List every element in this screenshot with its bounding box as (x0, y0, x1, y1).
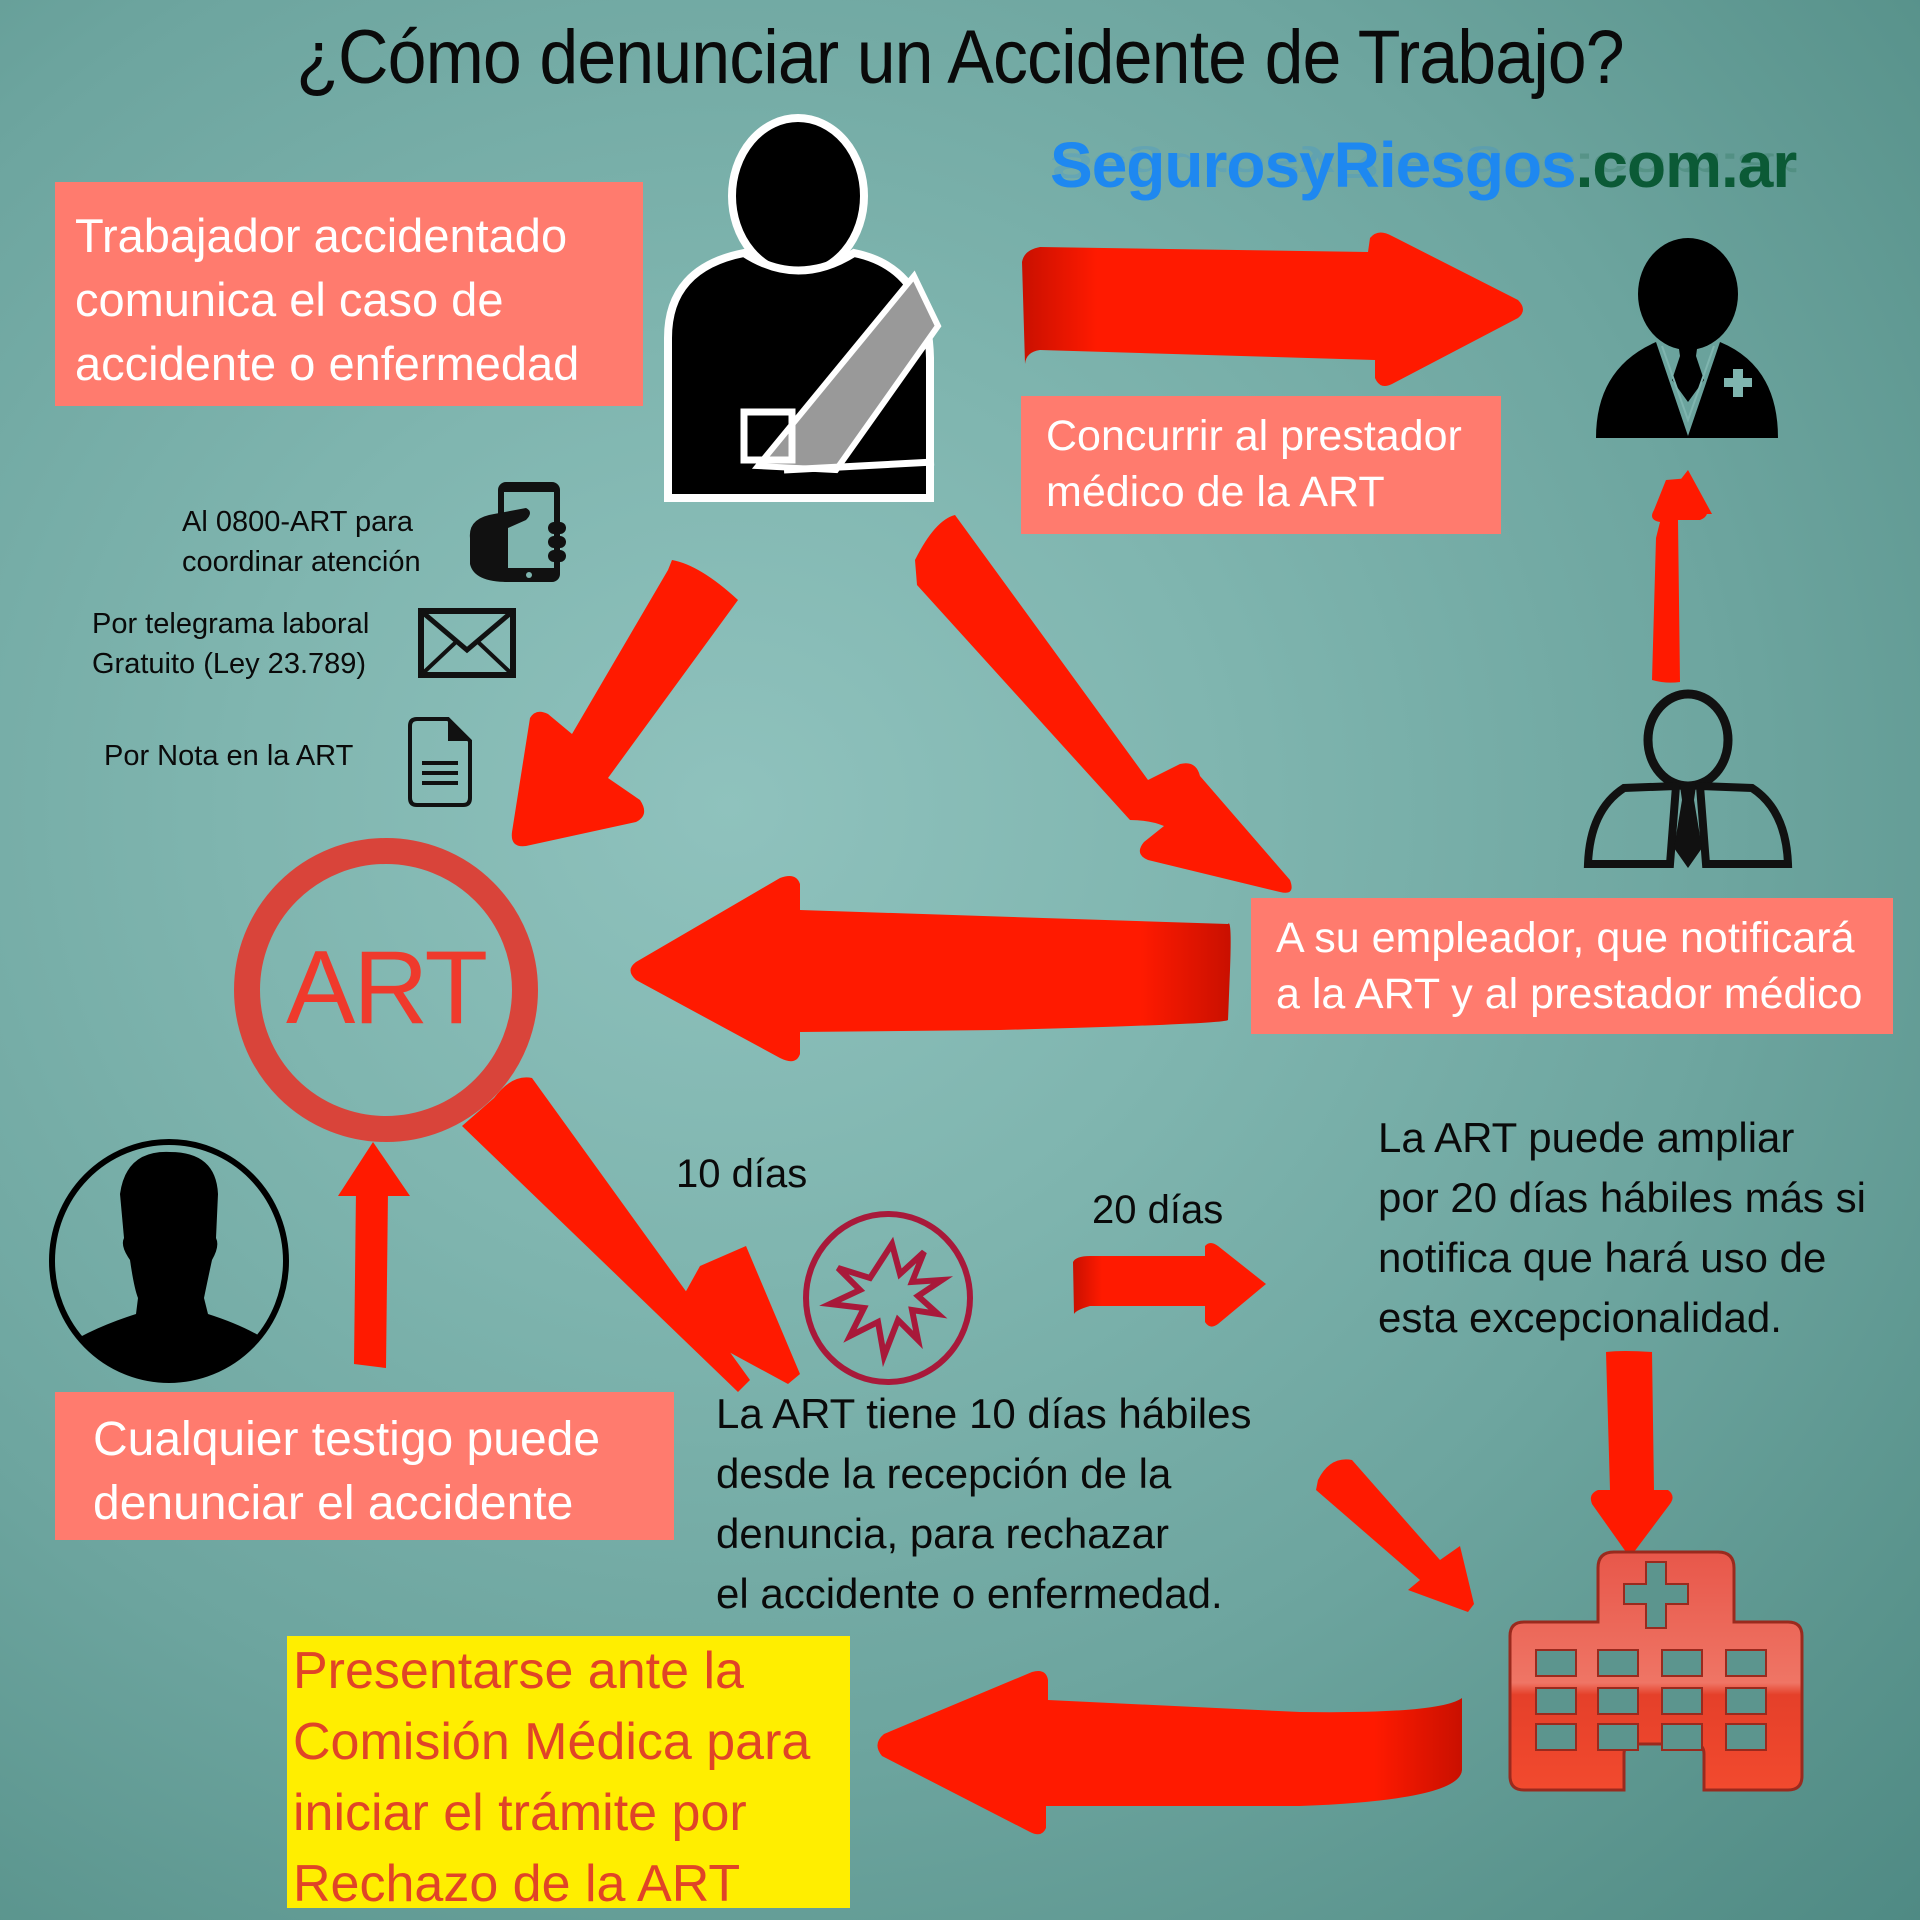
art-extension-line: La ART puede ampliar (1378, 1114, 1795, 1161)
arrow-art-to-rejection-head (670, 1246, 800, 1384)
employer-box: A su empleador, que notificará a la ART … (1251, 898, 1893, 1034)
brand-name: SegurosyRiesgos (1050, 129, 1577, 201)
witness-box: Cualquier testigo puede denunciar el acc… (55, 1392, 674, 1540)
days-10-label: 10 días (676, 1152, 808, 1196)
arrow-20-days (1073, 1243, 1266, 1327)
arrow-art-to-rejection (462, 1077, 750, 1392)
medical-provider-line: Concurrir al prestador (1046, 412, 1462, 460)
worker-reports-line: Trabajador accidentado (75, 209, 568, 262)
art-rejection-line: La ART tiene 10 días hábiles (716, 1390, 1252, 1437)
arrow-worker-to-employer (915, 515, 1292, 893)
arrow-to-doctor (1022, 232, 1523, 386)
art-extension-line: por 20 días hábiles más si (1378, 1174, 1866, 1221)
medical-commission-box: Presentarse ante la Comisión Médica para… (287, 1636, 850, 1913)
channel-telegram-line: Por telegrama laboral (92, 608, 370, 640)
days-20-label: 20 días (1092, 1188, 1224, 1232)
brand-logo: SegurosyRiesgos.com.ar (1050, 128, 1798, 202)
page-title: ¿Cómo denunciar un Accidente de Trabajo? (296, 15, 1624, 100)
channel-phone-line: coordinar atención (182, 546, 421, 578)
commission-line: Comisión Médica para (293, 1713, 811, 1771)
employer-line: a la ART y al prestador médico (1276, 970, 1863, 1018)
commission-line: Rechazo de la ART (293, 1855, 741, 1913)
arrow-employer-to-doctor-head (1654, 470, 1712, 514)
art-rejection-line: denuncia, para rechazar (716, 1510, 1169, 1557)
witness-line: Cualquier testigo puede (93, 1413, 601, 1466)
medical-provider-line: médico de la ART (1046, 468, 1385, 516)
phone-in-hand-icon (469, 482, 566, 582)
commission-line: Presentarse ante la (293, 1642, 744, 1700)
worker-reports-line: comunica el caso de (75, 273, 504, 326)
worker-reports-line: accidente o enfermedad (75, 337, 580, 390)
art-logo-label: ART (285, 929, 488, 1046)
witness-line: denunciar el accidente (93, 1477, 574, 1530)
worker-reports-box: Trabajador accidentado comunica el caso … (55, 182, 643, 406)
arrow-worker-to-art (511, 560, 738, 847)
document-icon (408, 717, 472, 807)
channel-phone-text: Al 0800-ART para coordinar atención (182, 502, 421, 582)
envelope-icon (418, 608, 516, 678)
employer-line: A su empleador, que notificará (1276, 914, 1855, 962)
injured-worker-icon (664, 114, 942, 502)
channel-note-text: Por Nota en la ART (104, 736, 353, 776)
arrow-extension-to-hospital (1590, 1351, 1673, 1552)
doctor-icon (1596, 238, 1778, 438)
arrow-rejection-to-hospital (1316, 1459, 1474, 1612)
art-rejection-line: desde la recepción de la (716, 1450, 1172, 1497)
arrow-employer-to-doctor (1652, 478, 1708, 683)
art-extension-line: esta excepcionalidad. (1378, 1294, 1782, 1341)
arrow-witness-to-art (354, 1190, 388, 1368)
hospital-icon (1508, 1550, 1804, 1792)
accident-burst-icon (803, 1211, 973, 1385)
commission-line: iniciar el trámite por (293, 1784, 747, 1842)
medical-provider-box: Concurrir al prestador médico de la ART (1021, 396, 1501, 534)
art-extension-text: La ART puede ampliar por 20 días hábiles… (1378, 1108, 1866, 1348)
channel-telegram-line: Gratuito (Ley 23.789) (92, 648, 367, 680)
brand-domain: .com.ar (1575, 129, 1798, 201)
art-logo: ART (234, 838, 538, 1142)
arrow-hospital-to-commission (877, 1671, 1462, 1835)
arrow-employer-to-art (630, 876, 1231, 1062)
channel-telegram-text: Por telegrama laboral Gratuito (Ley 23.7… (92, 604, 369, 684)
channel-note-line: Por Nota en la ART (104, 740, 354, 772)
arrow-witness-to-art-head (338, 1142, 410, 1196)
witness-avatar-icon (49, 1139, 289, 1383)
channel-phone-line: Al 0800-ART para (182, 506, 414, 538)
employer-icon (1583, 689, 1793, 868)
art-rejection-deadline-text: La ART tiene 10 días hábiles desde la re… (716, 1384, 1252, 1624)
art-rejection-line: el accidente o enfermedad. (716, 1570, 1223, 1617)
art-extension-line: notifica que hará uso de (1378, 1234, 1827, 1281)
